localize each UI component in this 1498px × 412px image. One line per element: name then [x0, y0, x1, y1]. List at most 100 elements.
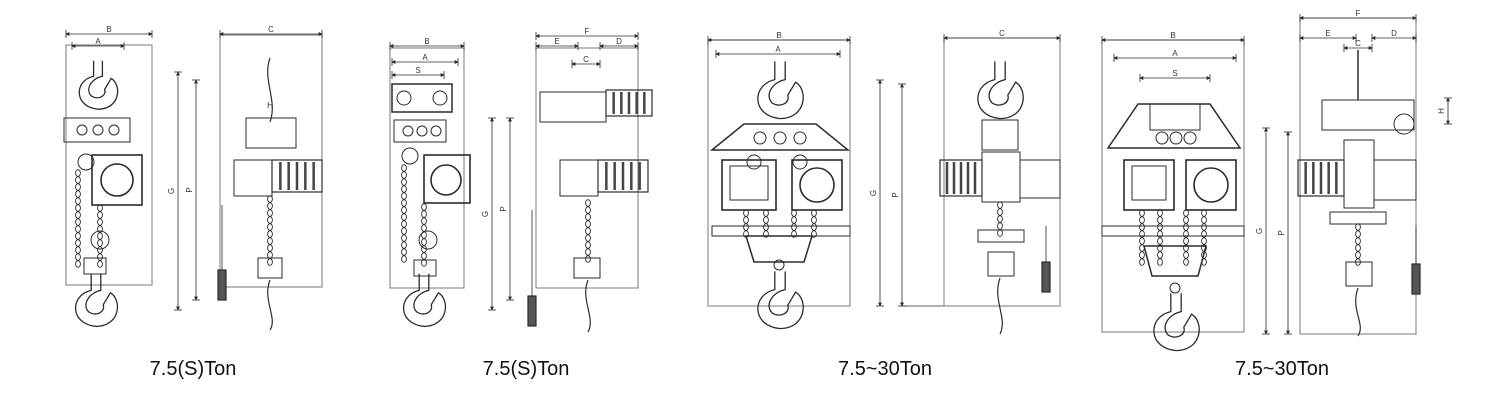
figure-1-sprocket: [77, 153, 95, 171]
figure-1-hook-block: [83, 257, 107, 275]
figure-3-left-gearbox: [721, 159, 777, 211]
figure-4-chain-link: [1157, 216, 1163, 224]
figure-3-chain-link: [791, 230, 797, 238]
figure-2-top-block: [393, 119, 447, 143]
figure-1-dim-h-label: H: [267, 101, 273, 110]
figure-3-side-top-hook: [977, 61, 1024, 120]
figure-3-side-chain-link: [997, 229, 1003, 237]
figure-2-chain-link: [401, 241, 407, 249]
figure-2-chain-link: [421, 210, 427, 218]
figure-4-chain-link: [1183, 216, 1189, 224]
figure-2-side-chain-link: [585, 255, 591, 263]
figure-2-side-bottom-hook: [585, 279, 591, 333]
figure-1-chain-link: [97, 246, 103, 254]
figure-4-chain-link: [1157, 251, 1163, 259]
figure-2-chain-link: [401, 164, 407, 172]
figure-4-side-chain-link: [1355, 230, 1361, 238]
figure-2-side-housing: [535, 47, 639, 289]
figure-4-chain-link: [1183, 258, 1189, 266]
figure-1-side-hook-block: [257, 257, 283, 279]
figure-1-chain-link: [75, 218, 81, 226]
figure-2-side-chain-link: [585, 227, 591, 235]
figure-4-pendant-control: [1411, 263, 1421, 295]
figure-4-trolley-frame: [1106, 103, 1242, 149]
figure-3-chain-link: [743, 223, 749, 231]
figure-3-bolt: [773, 131, 787, 145]
figure-2-dim-d-label: D: [616, 37, 622, 46]
figure-3-right-cover: [799, 167, 835, 203]
figure-1-dim-a-label: A: [95, 37, 101, 46]
figure-1-side-top-hook: [267, 57, 273, 123]
figure-1-chain-link: [75, 176, 81, 184]
caption-figure-1: 7.5(S)Ton: [149, 358, 237, 380]
figure-4-chain-link: [1183, 223, 1189, 231]
figure-2-pendant-control: [527, 295, 537, 327]
figure-2-chain-link: [421, 203, 427, 211]
figure-2-bolt: [430, 125, 442, 137]
figure-4-chain-link: [1139, 251, 1145, 259]
figure-4-chain-link: [1157, 237, 1163, 245]
figure-3-side-gear-case: [1019, 159, 1061, 199]
figure-2-chain-link: [401, 171, 407, 179]
figure-3-side-center: [981, 151, 1021, 203]
figure-2-side-chain-link: [585, 220, 591, 228]
figure-2-chain-link: [401, 206, 407, 214]
figure-2-hook-block: [413, 259, 437, 277]
figure-1-side-bottom-hook: [267, 279, 273, 331]
figure-3-chain-link: [791, 216, 797, 224]
figure-3-dim-a-label: A: [775, 45, 781, 54]
figure-1-chain-link: [75, 232, 81, 240]
figure-4-chain-link: [1139, 223, 1145, 231]
figure-3-chain-link: [763, 223, 769, 231]
figure-2-dim-b-label: B: [424, 37, 429, 46]
figure-2-gearbox: [423, 154, 471, 204]
figure-2-chain-link: [401, 255, 407, 263]
figure-1-chain-link: [75, 253, 81, 261]
figure-1-side-chain-link: [267, 209, 273, 217]
figure-2-chain-link: [421, 252, 427, 260]
figure-1-side-chain-link: [267, 195, 273, 203]
figure-1-side-trolley: [245, 117, 297, 149]
figure-3-dim-c-label: C: [999, 29, 1005, 38]
figure-4-crossbar: [1101, 225, 1245, 237]
figure-4-dim-h-label: H: [1437, 108, 1446, 114]
figure-1-bolt: [108, 124, 120, 136]
figure-3-chain-link: [811, 230, 817, 238]
figure-4-side-chain-link: [1355, 223, 1361, 231]
figure-2-chain-link: [421, 259, 427, 267]
figure-2-side-gear-case: [559, 159, 599, 197]
figure-2-chain-link: [401, 178, 407, 186]
figure-3-dim-b-label: B: [776, 31, 781, 40]
figure-2-bottom-hook: [402, 273, 446, 328]
figure-1-sheave: [90, 230, 110, 250]
figure-4-chain-link: [1183, 237, 1189, 245]
figure-3-side-bottom-hook: [997, 277, 1003, 335]
figure-3-chain-link: [743, 216, 749, 224]
figure-4-chain-link: [1201, 216, 1207, 224]
figure-1-chain-link: [75, 183, 81, 191]
figure-2-chain-link: [401, 234, 407, 242]
figure-4-side-chain-link: [1355, 237, 1361, 245]
figure-2-side-hook-block: [573, 257, 601, 279]
figure-1-chain-link: [75, 204, 81, 212]
figure-4-dim-e-label: E: [1325, 29, 1330, 38]
figure-4-chain-link: [1157, 258, 1163, 266]
figure-4-side-gear-case: [1373, 159, 1417, 201]
figure-1-chain-link: [97, 253, 103, 261]
figure-2-dim-a-label: A: [422, 53, 428, 62]
figure-1-side-chain-link: [267, 258, 273, 266]
figure-4-side-crossbar: [1329, 211, 1387, 225]
figure-1-side-chain-link: [267, 251, 273, 259]
figure-1-side-chain-link: [267, 230, 273, 238]
figure-2-sprocket: [401, 147, 419, 165]
figure-2-dim-e-label: E: [554, 37, 559, 46]
figure-2-side-chain-link: [585, 234, 591, 242]
figure-2-chain-link: [401, 192, 407, 200]
figure-1-chain-link: [75, 169, 81, 177]
figure-3-dim-p-label: P: [891, 192, 900, 197]
figure-1-chain-link: [75, 225, 81, 233]
figure-1-chain-link: [97, 211, 103, 219]
caption-figure-2: 7.5(S)Ton: [482, 358, 570, 380]
figure-4-dim-s-label: S: [1172, 69, 1177, 78]
